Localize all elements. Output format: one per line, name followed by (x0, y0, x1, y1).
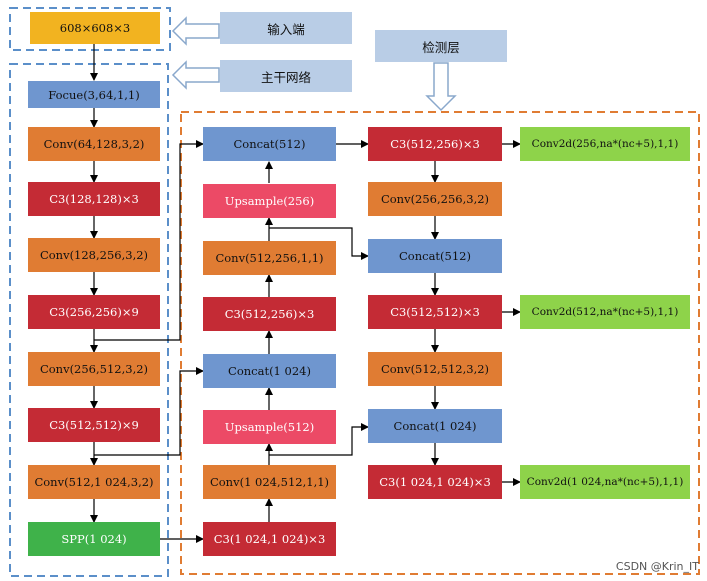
backbone-callout-arrow (171, 60, 220, 90)
pan-c3-512-256: C3(512,256)×3 (368, 127, 502, 161)
neck-concat-1024-left: Concat(1 024) (203, 354, 336, 388)
pan-c3-1024-1024: C3(1 024,1 024)×3 (368, 465, 502, 499)
backbone-c3-node-1: C3(128,128)×3 (28, 182, 160, 216)
backbone-conv-node-3: Conv(256,512,3,2) (28, 352, 160, 386)
pan-conv-512-512: Conv(512,512,3,2) (368, 352, 502, 386)
neck-concat-512-left: Concat(512) (203, 127, 336, 161)
backbone-c3-node-3: C3(512,512)×9 (28, 408, 160, 442)
edge-c3x9b-to-concat1024 (94, 367, 204, 456)
head-conv2d-512: Conv2d(512,na*(nc+5),1,1) (520, 295, 690, 329)
backbone-spp-node: SPP(1 024) (28, 522, 160, 556)
input-group-border (9, 7, 171, 51)
neck-upsample-256: Upsample(256) (203, 184, 336, 218)
input-node: 608×608×3 (30, 12, 160, 44)
backbone-conv-node-2: Conv(128,256,3,2) (28, 238, 160, 272)
watermark: CSDN @Krin_IT (615, 560, 699, 573)
input-callout-arrow (171, 16, 220, 46)
pan-concat-512: Concat(512) (368, 239, 502, 273)
neck-c3-1024-left: C3(1 024,1 024)×3 (203, 522, 336, 556)
backbone-conv-node-4: Conv(512,1 024,3,2) (28, 465, 160, 499)
backbone-conv-node-1: Conv(64,128,3,2) (28, 127, 160, 161)
detection-callout-arrow (425, 62, 457, 112)
input-end-callout: 输入端 (220, 12, 352, 44)
backbone-callout: 主干网络 (220, 60, 352, 92)
edge-conv1024-to-right-concat1024 (269, 423, 369, 456)
edge-conv512-to-right-concat512 (269, 227, 369, 260)
backbone-group-border (9, 63, 169, 577)
edge-c3x9-to-concat512 (94, 140, 204, 341)
pan-concat-1024: Concat(1 024) (368, 409, 502, 443)
detection-layer-callout: 检测层 (375, 30, 507, 62)
backbone-c3-node-2: C3(256,256)×9 (28, 295, 160, 329)
neck-upsample-512: Upsample(512) (203, 410, 336, 444)
neck-conv-512-256: Conv(512,256,1,1) (203, 241, 336, 275)
pan-c3-512-512: C3(512,512)×3 (368, 295, 502, 329)
head-conv2d-1024: Conv2d(1 024,na*(nc+5),1,1) (520, 465, 690, 499)
backbone-focus-node: Focue(3,64,1,1) (28, 81, 160, 108)
neck-c3-512-256-left: C3(512,256)×3 (203, 297, 336, 331)
head-conv2d-256: Conv2d(256,na*(nc+5),1,1) (520, 127, 690, 161)
pan-conv-256-256: Conv(256,256,3,2) (368, 182, 502, 216)
detection-group-border (180, 111, 700, 575)
neck-conv-1024-512: Conv(1 024,512,1,1) (203, 465, 336, 499)
